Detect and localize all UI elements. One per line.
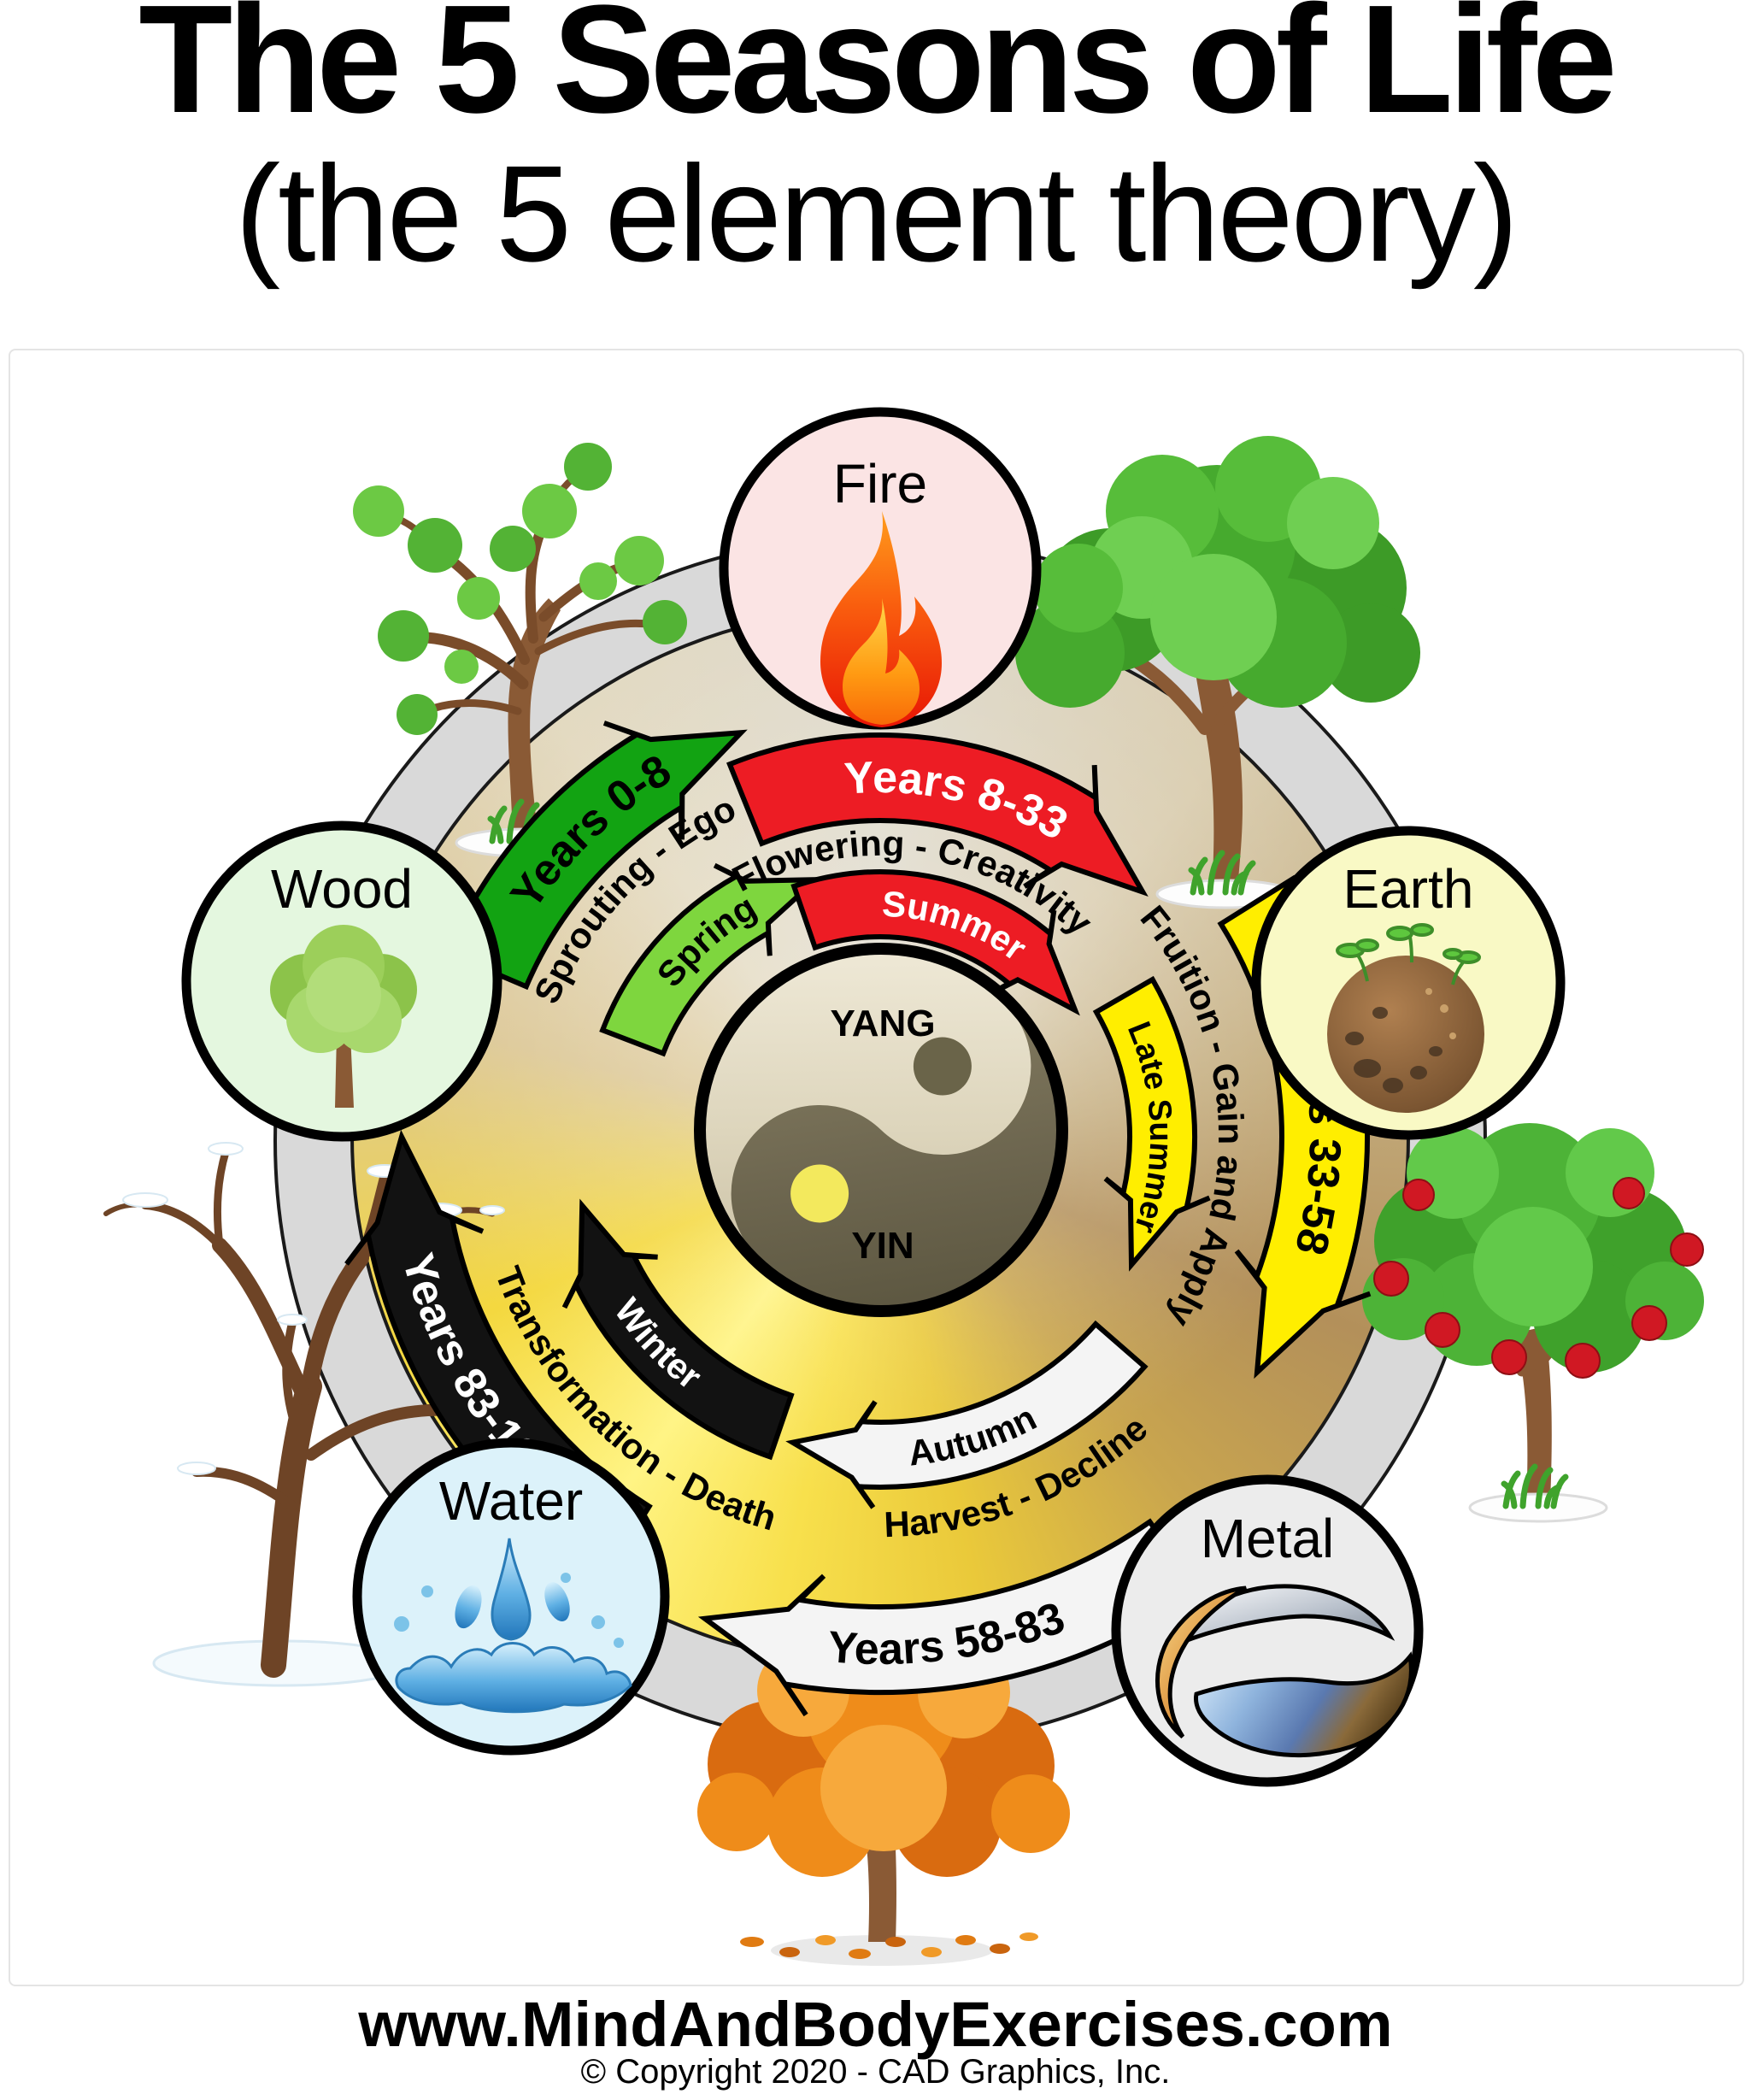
water-splash-icon	[394, 1538, 632, 1714]
autumn-tree	[697, 1612, 1070, 1966]
yin-label: YIN	[851, 1225, 914, 1267]
apple-tree	[1362, 1123, 1704, 1521]
element-fire: Fire	[719, 407, 1042, 730]
yinyang-symbol: YANG YIN	[694, 943, 1068, 1317]
element-circles: Fire Earth	[181, 407, 1566, 1787]
summer-tree	[1015, 436, 1420, 908]
summer-arrow	[790, 869, 1080, 1016]
spring-arrow	[599, 862, 823, 1057]
late-summer-arrow	[1092, 975, 1211, 1272]
website-url: www.MindAndBodyExercises.com	[358, 1989, 1393, 2060]
autumn-arrow	[785, 1320, 1149, 1509]
apple-canopy	[1362, 1123, 1704, 1373]
subtitle: (the 5 element theory)	[234, 137, 1519, 290]
flame-icon	[820, 511, 942, 727]
apples	[1373, 1177, 1704, 1379]
fire-label: Fire	[833, 453, 927, 515]
fallen-leaves	[740, 1932, 1038, 1959]
element-water: Water	[352, 1438, 670, 1756]
copyright-text: © Copyright 2020 - CAD Graphics, Inc.	[580, 2053, 1171, 2091]
yinyang-ring	[694, 943, 1068, 1317]
element-wood: Wood	[181, 821, 502, 1142]
spring-tree	[353, 443, 687, 856]
element-earth: Earth	[1251, 826, 1566, 1140]
years-8-33-arrow	[726, 732, 1149, 897]
years-58-83-arrow	[697, 1518, 1202, 1717]
metal-swirl-icon	[1155, 1584, 1413, 1757]
yin-dot	[913, 1037, 972, 1096]
wood-label: Wood	[271, 858, 413, 920]
metal-label: Metal	[1201, 1508, 1335, 1569]
earth-label: Earth	[1343, 858, 1474, 920]
years-0-8-arrow	[444, 721, 748, 991]
water-label: Water	[439, 1470, 583, 1532]
yang-label: YANG	[830, 1003, 935, 1044]
summer-canopy	[1015, 436, 1420, 708]
yang-dot	[790, 1164, 849, 1223]
element-metal: Metal	[1111, 1474, 1424, 1787]
soil-ball-icon	[1327, 923, 1484, 1113]
spring-leaves	[353, 443, 687, 735]
winter-arrow	[561, 1198, 795, 1461]
wood-tree-icon	[270, 925, 417, 1108]
main-title: The 5 Seasons of Life	[138, 0, 1617, 145]
